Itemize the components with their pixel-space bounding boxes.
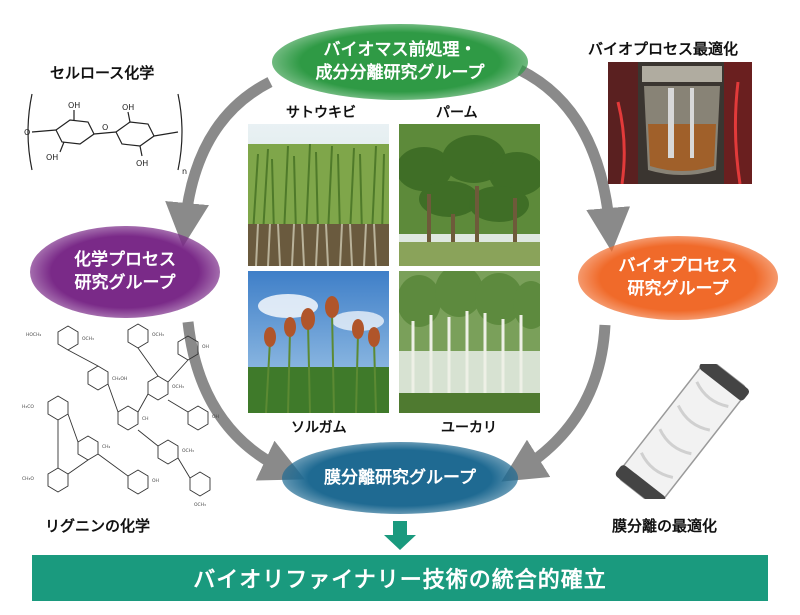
photo-palm [399,124,540,266]
svg-text:OH: OH [202,344,209,350]
group-chemical: 化学プロセス 研究グループ [30,226,220,318]
group-pretreatment-line2: 成分分離研究グループ [315,63,485,83]
svg-text:OCH₃: OCH₃ [152,332,164,338]
chem-oh-1: OH [68,101,80,110]
group-membrane-line1: 膜分離研究グループ [324,467,476,488]
group-chemical-line2: 研究グループ [74,273,176,293]
photo-sugarcane [248,124,389,266]
group-pretreatment: バイオマス前処理・ 成分分離研究グループ [272,24,528,100]
label-cellulose: セルロース化学 [50,64,155,82]
label-bioprocess-optimization: バイオプロセス最適化 [588,40,739,58]
group-pretreatment-line1: バイオマス前処理・ [323,40,477,61]
arrow-chem-to-membrane [182,321,305,481]
chem-oh-4: OH [136,159,148,168]
svg-text:CH₃O: CH₃O [22,476,34,482]
photo-bioreactor [608,62,752,184]
svg-text:H₃CO: H₃CO [22,404,34,410]
photo-eucalyptus [399,271,540,413]
svg-text:OCH₃: OCH₃ [82,336,94,342]
label-palm: パーム [436,105,478,121]
group-bioprocess-line2: 研究グループ [627,279,729,299]
group-bioprocess: バイオプロセス 研究グループ [578,236,778,320]
label-eucalyptus: ユーカリ [441,420,497,436]
svg-text:CH: CH [142,416,149,422]
chem-o-2: O [102,123,108,132]
down-arrow [384,521,416,550]
photo-membrane-module [615,364,750,499]
svg-text:OCH₃: OCH₃ [172,384,184,390]
integration-banner: バイオリファイナリー技術の統合的確立 [32,555,768,601]
bioreactor-image [608,62,752,184]
svg-text:CH₂OH: CH₂OH [112,376,127,382]
label-sorghum: ソルガム [291,420,347,436]
cellulose-structure: OH OH OH OH O O n [24,93,187,176]
chem-o-1: O [24,128,30,137]
svg-text:OH: OH [212,414,219,420]
chem-n: n [182,167,187,176]
group-membrane: 膜分離研究グループ [282,442,518,514]
photo-sorghum [248,271,389,413]
arrow-pretreat-to-chem [165,77,273,247]
svg-text:OCH₃: OCH₃ [182,448,194,454]
svg-text:OH: OH [152,478,159,484]
arrow-bio-to-membrane [501,324,611,482]
label-lignin: リグニンの化学 [45,517,151,535]
label-sugarcane: サトウキビ [286,105,356,121]
group-chemical-line1: 化学プロセス [74,250,176,271]
chem-oh-3: OH [122,103,134,112]
label-membrane-optimization: 膜分離の最適化 [612,517,718,535]
svg-text:OCH₃: OCH₃ [194,502,206,508]
group-bioprocess-line1: バイオプロセス [618,256,738,277]
arrow-pretreat-to-bio [517,65,631,252]
chem-oh-2: OH [46,153,58,162]
svg-text:HOCH₂: HOCH₂ [26,332,41,338]
svg-text:CH₂: CH₂ [102,444,111,450]
